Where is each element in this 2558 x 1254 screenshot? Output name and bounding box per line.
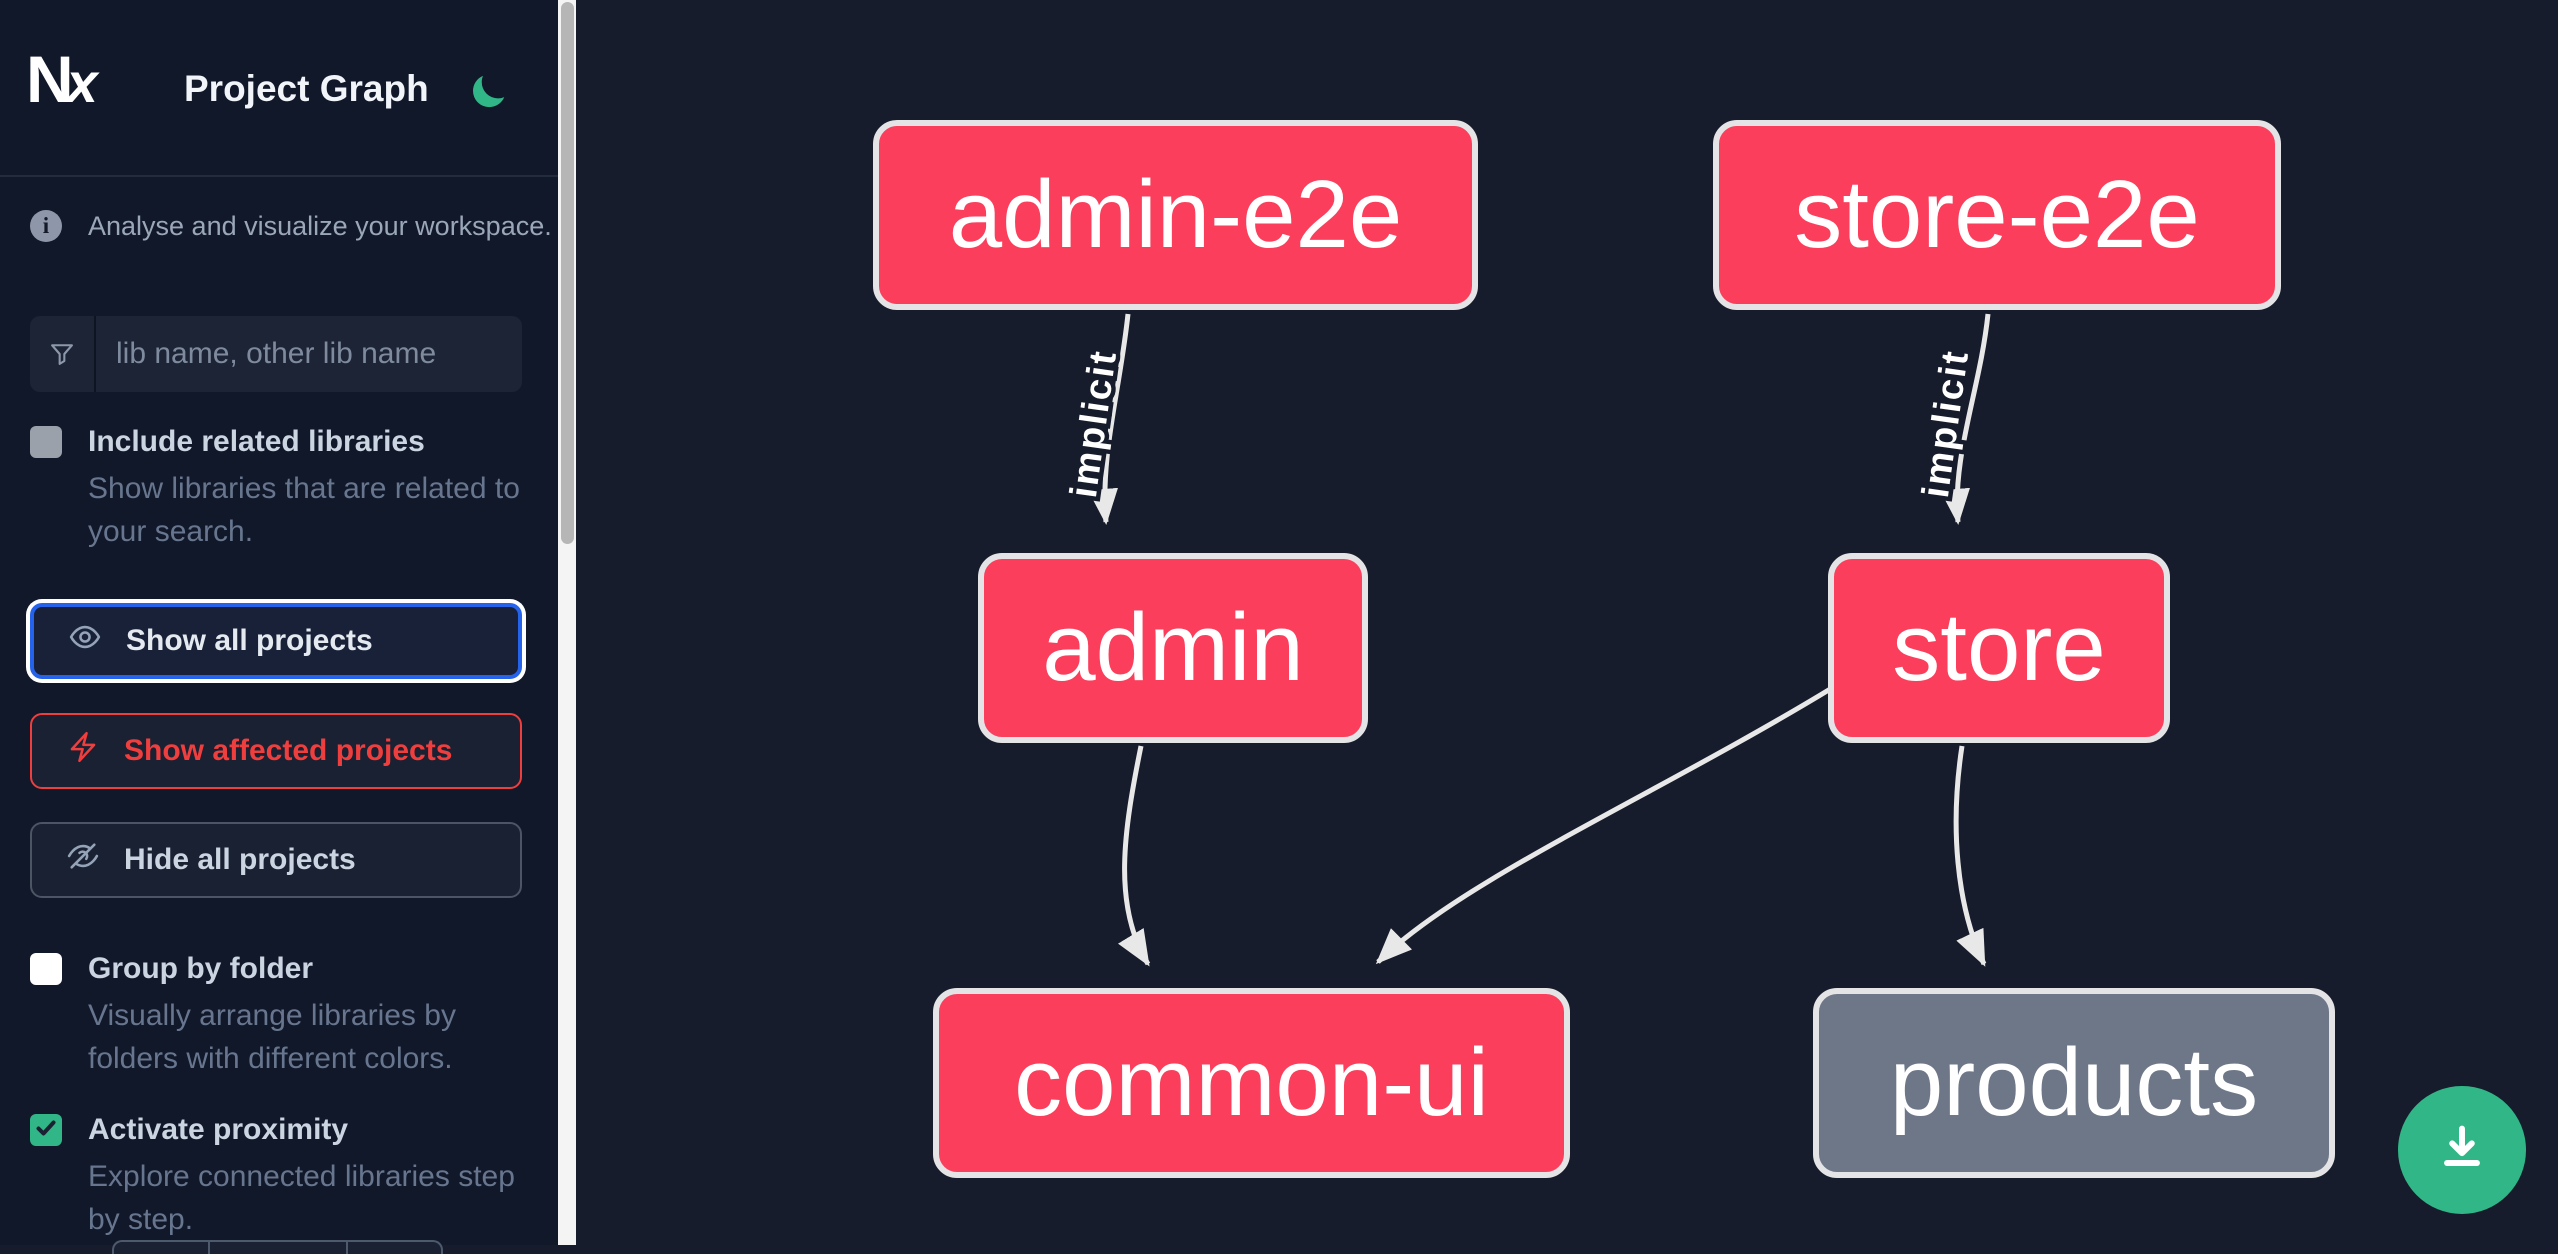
include-related-checkbox[interactable] <box>30 426 62 458</box>
checkmark-icon <box>34 1116 58 1145</box>
sidebar-scrollbar[interactable] <box>558 0 576 1245</box>
eye-off-icon <box>66 839 100 881</box>
proximity-increment[interactable] <box>348 1242 441 1254</box>
activate-proximity-description: Explore connected libraries step by step… <box>88 1160 515 1236</box>
group-by-folder-checkbox[interactable] <box>30 953 62 985</box>
edge-admin-to-common-ui <box>1118 745 1151 967</box>
hide-all-projects-button[interactable]: Hide all projects <box>30 822 522 898</box>
include-related-row: Include related libraries Show libraries… <box>30 422 550 553</box>
search-input[interactable] <box>96 316 522 392</box>
sidebar-header: Nx Project Graph <box>0 0 558 177</box>
show-affected-projects-label: Show affected projects <box>124 734 453 767</box>
info-icon: i <box>30 210 62 242</box>
activate-proximity-row: Activate proximity Explore connected lib… <box>30 1110 550 1241</box>
workspace-tagline: i Analyse and visualize your workspace. <box>30 210 552 242</box>
graph-node-admin-e2e[interactable]: admin-e2e <box>873 120 1478 310</box>
nx-logo-x: x <box>66 51 98 114</box>
graph-node-products[interactable]: products <box>1813 988 2335 1178</box>
group-by-folder-row: Group by folder Visually arrange librari… <box>30 949 550 1080</box>
graph-node-common-ui[interactable]: common-ui <box>933 988 1570 1178</box>
project-graph-canvas[interactable]: implicit implicit admin-e2e store-e2e ad… <box>576 0 2558 1245</box>
activate-proximity-checkbox[interactable] <box>30 1114 62 1146</box>
download-icon <box>2431 1117 2493 1184</box>
activate-proximity-label: Activate proximity <box>88 1113 349 1146</box>
nx-logo: Nx <box>26 46 98 116</box>
library-filter <box>30 316 522 392</box>
edge-store-to-products <box>1953 745 1987 967</box>
proximity-stepper[interactable] <box>112 1240 443 1254</box>
hide-all-projects-label: Hide all projects <box>124 843 356 876</box>
proximity-decrement[interactable] <box>114 1242 210 1254</box>
dependency-edges: implicit implicit <box>1058 313 1991 967</box>
download-graph-button[interactable] <box>2398 1086 2526 1214</box>
group-by-folder-label: Group by folder <box>88 952 313 985</box>
graph-node-admin[interactable]: admin <box>978 553 1368 743</box>
show-all-projects-label: Show all projects <box>126 624 373 657</box>
theme-toggle-button[interactable] <box>468 72 512 116</box>
nx-logo-n: N <box>26 42 74 116</box>
tagline-text: Analyse and visualize your workspace. <box>88 210 552 241</box>
graph-node-store-e2e[interactable]: store-e2e <box>1713 120 2281 310</box>
graph-node-store[interactable]: store <box>1828 553 2170 743</box>
include-related-label: Include related libraries <box>88 425 425 458</box>
funnel-icon <box>30 316 96 392</box>
show-affected-projects-button[interactable]: Show affected projects <box>30 713 522 789</box>
eye-icon <box>68 620 102 662</box>
edge-admin-e2e-to-admin <box>1088 313 1131 525</box>
sidebar-scrollbar-thumb[interactable] <box>560 2 574 544</box>
show-all-projects-button[interactable]: Show all projects <box>30 603 522 679</box>
moon-icon <box>468 75 508 116</box>
edge-store-e2e-to-store <box>1940 313 1991 525</box>
edge-label-implicit: implicit <box>1063 347 1125 500</box>
include-related-description: Show libraries that are related to your … <box>88 472 520 548</box>
bolt-icon <box>66 730 100 772</box>
page-title: Project Graph <box>184 68 429 109</box>
edge-store-to-common-ui <box>1375 685 1834 965</box>
sidebar: Nx Project Graph i Analyse and visualize… <box>0 0 558 1254</box>
proximity-value <box>210 1242 348 1254</box>
group-by-folder-description: Visually arrange libraries by folders wi… <box>88 999 456 1075</box>
